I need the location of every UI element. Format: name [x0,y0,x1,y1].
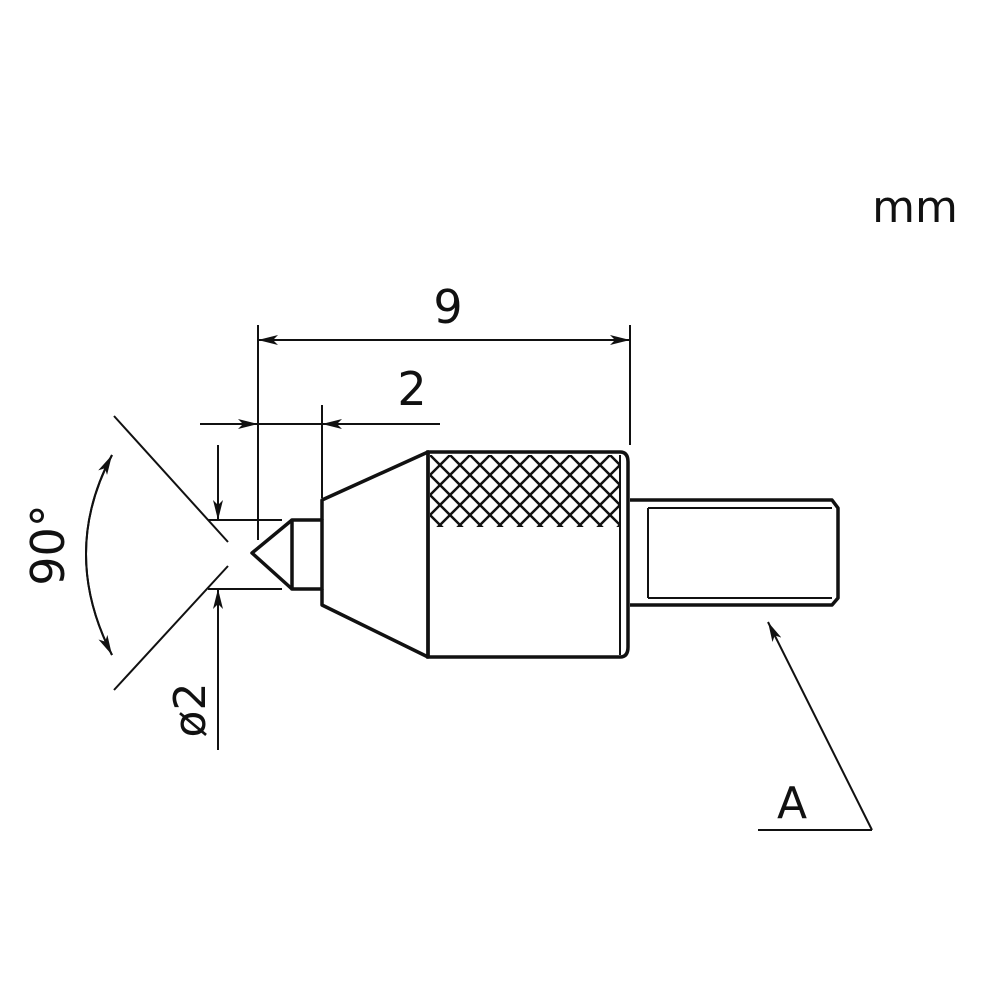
dimension-overall-length [257,325,631,540]
dimension-tip-diameter-label: ø2 [165,683,216,738]
body-taper [320,450,430,659]
callout-label: A [777,778,807,829]
stylus-tip [250,518,324,591]
dimension-tip-length [200,405,440,498]
callout-leader [758,621,873,831]
threaded-shank [630,498,840,607]
unit-label: mm [872,182,958,233]
dimension-tip-length-label: 2 [397,362,426,416]
dimension-tip-angle-label: 90° [21,504,75,586]
dimension-overall-length-label: 9 [433,280,462,334]
dimension-tip-diameter [208,445,282,750]
dimension-tip-angle [85,415,229,691]
knurled-body [426,450,630,659]
